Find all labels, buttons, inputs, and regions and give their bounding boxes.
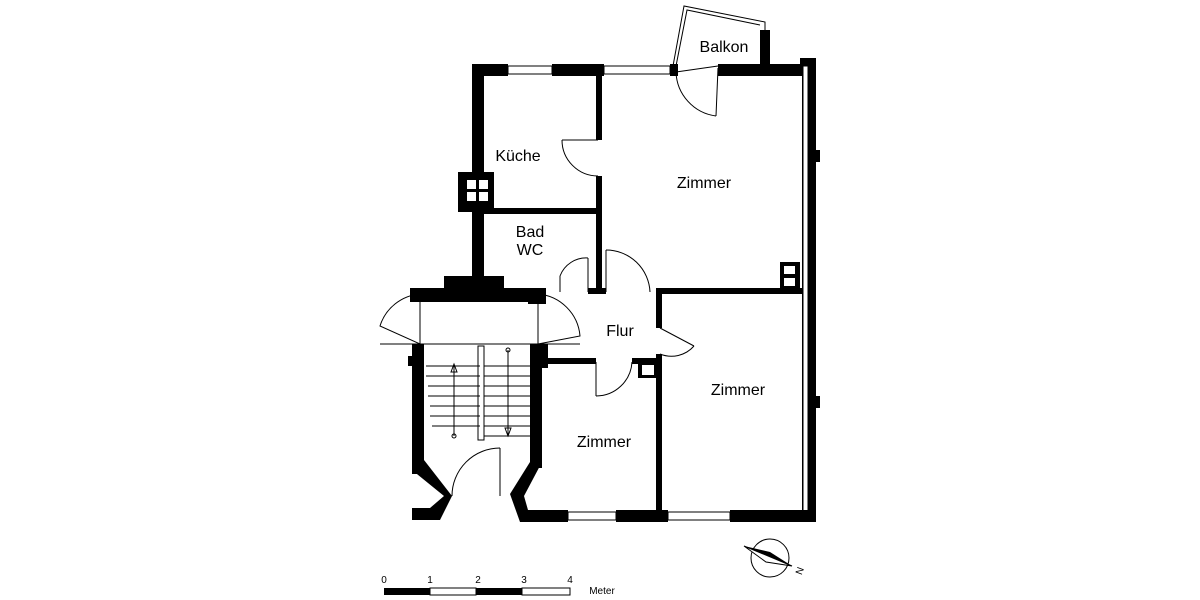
shafts (462, 176, 800, 378)
scale-tick-1: 1 (427, 575, 433, 586)
room-label-zimmer-right: Zimmer (711, 382, 766, 399)
scale-bar: 0 1 2 3 4 Meter (381, 575, 615, 597)
balcony (672, 5, 770, 117)
staircase (408, 288, 548, 522)
scale-unit: Meter (589, 586, 615, 597)
room-label-zimmer-top: Zimmer (677, 175, 732, 192)
room-label-wc: WC (517, 242, 544, 259)
north-arrow-icon: N (743, 538, 807, 578)
door-swings (379, 139, 695, 397)
room-label-balkon: Balkon (700, 39, 749, 56)
room-label-zimmer-bottom: Zimmer (577, 434, 632, 451)
scale-tick-0: 0 (381, 575, 387, 586)
interior-walls (484, 76, 802, 514)
room-label-flur: Flur (606, 323, 634, 340)
scale-tick-2: 2 (475, 575, 481, 586)
outer-walls (444, 58, 820, 522)
scale-tick-4: 4 (567, 575, 573, 586)
room-label-kueche: Küche (495, 148, 540, 165)
scale-tick-3: 3 (521, 575, 527, 586)
north-label: N (794, 566, 807, 577)
room-label-bad: Bad (516, 224, 544, 241)
room-labels: Balkon Küche Zimmer Bad WC Flur Zimmer Z… (495, 39, 765, 451)
